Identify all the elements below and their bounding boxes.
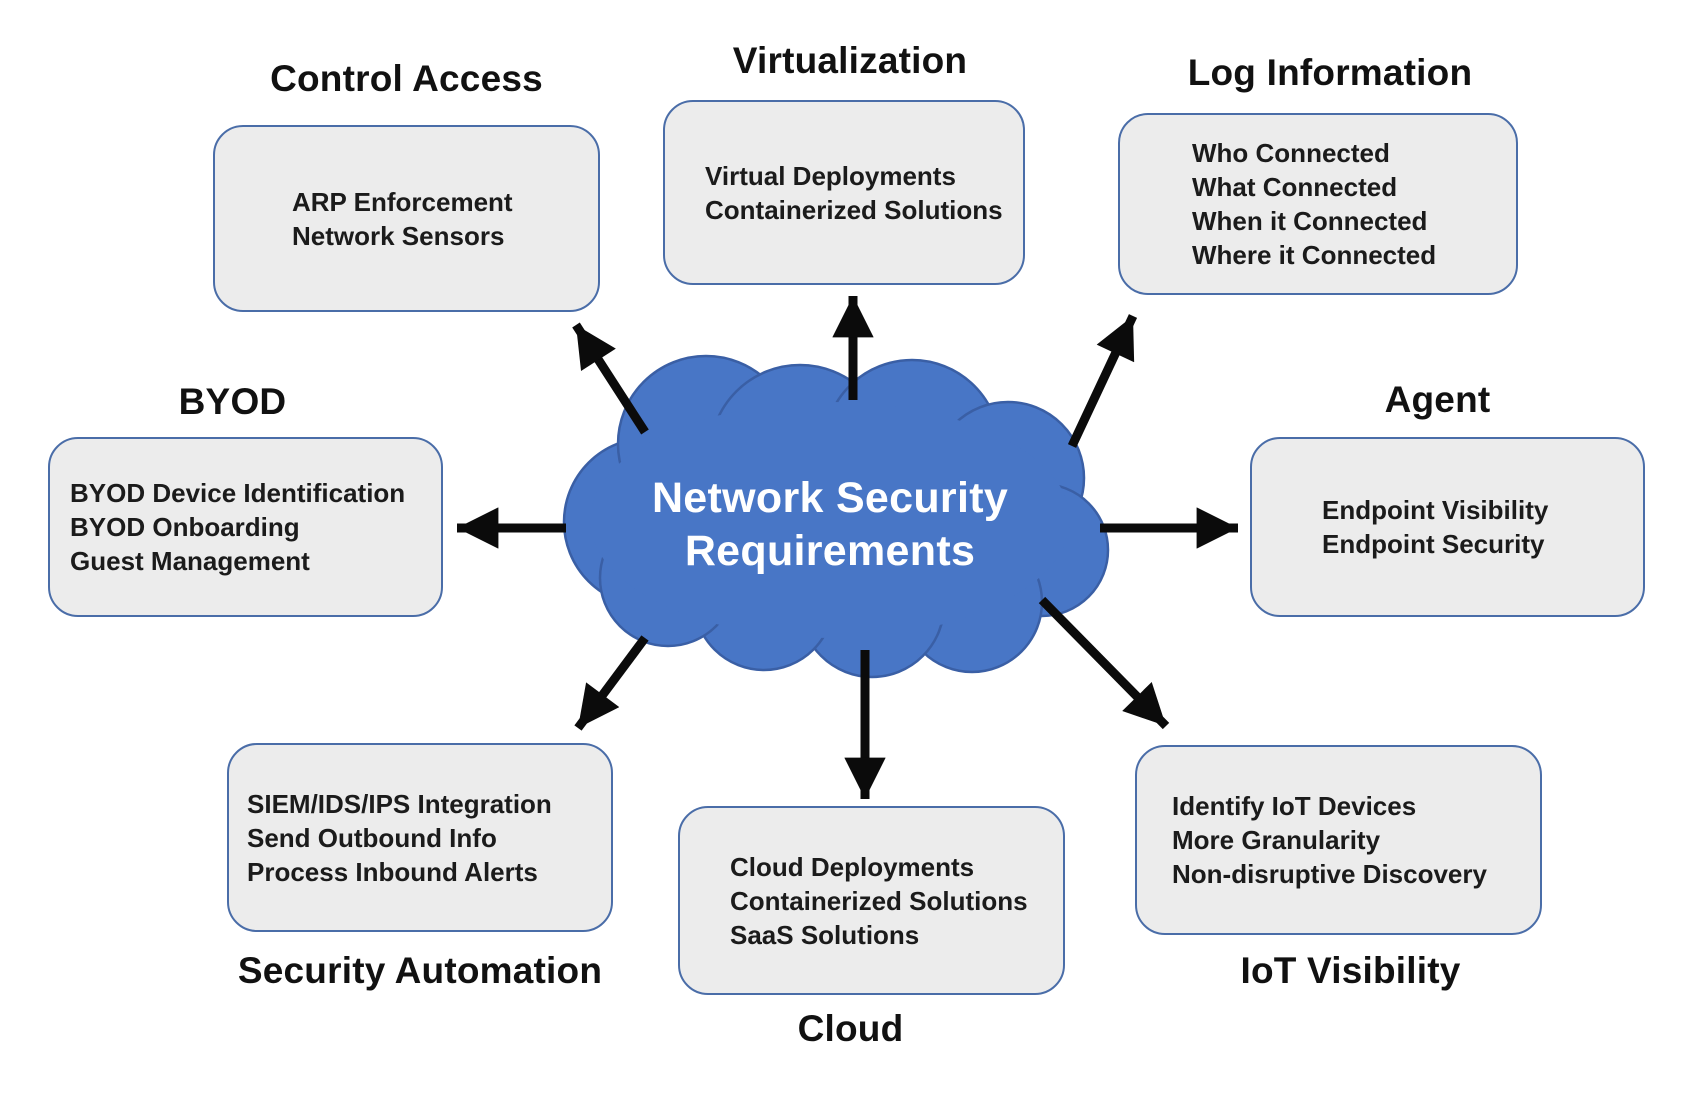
node-item: Endpoint Security <box>1322 529 1545 559</box>
central-label-line1: Network Security <box>651 474 1009 522</box>
node-title-iot-visibility: IoT Visibility <box>1240 950 1461 991</box>
node-item: What Connected <box>1192 172 1398 202</box>
node-item: Non-disruptive Discovery <box>1172 859 1487 889</box>
node-item: BYOD Onboarding <box>70 512 300 542</box>
node-box-log-information: Who Connected What Connected When it Con… <box>1118 113 1518 295</box>
node-item: When it Connected <box>1192 206 1428 236</box>
node-box-byod: BYOD Device Identification BYOD Onboardi… <box>48 437 443 617</box>
node-box-virtualization: Virtual Deployments Containerized Soluti… <box>663 100 1025 285</box>
node-item: Cloud Deployments <box>730 851 975 882</box>
central-node-label: Network Security Requirements <box>565 472 1095 578</box>
node-item: Identify IoT Devices <box>1172 791 1417 821</box>
node-box-security-automation: SIEM/IDS/IPS Integration Send Outbound I… <box>227 743 613 932</box>
node-item: Network Sensors <box>292 220 505 251</box>
node-title-control-access: Control Access <box>270 58 543 99</box>
node-box-iot-visibility: Identify IoT Devices More Granularity No… <box>1135 745 1542 935</box>
arrow-to-control-access <box>572 322 649 435</box>
node-item: SIEM/IDS/IPS Integration <box>247 788 552 819</box>
arrow-to-security-automation <box>574 635 649 731</box>
node-item: Where it Connected <box>1192 240 1437 270</box>
node-item: Containerized Solutions <box>730 885 1028 916</box>
node-title-log-information: Log Information <box>1187 52 1473 93</box>
node-title-security-automation: Security Automation <box>237 950 603 991</box>
central-label-line2: Requirements <box>684 527 976 575</box>
arrow-to-iot-visibility <box>1038 596 1170 730</box>
node-title-agent: Agent <box>1384 379 1491 420</box>
node-box-cloud: Cloud Deployments Containerized Solution… <box>678 806 1065 995</box>
node-item: More Granularity <box>1172 825 1381 855</box>
node-title-virtualization: Virtualization <box>732 40 968 81</box>
node-item: Virtual Deployments <box>705 160 956 191</box>
node-item: ARP Enforcement <box>292 186 513 217</box>
arrows <box>457 296 1238 799</box>
node-box-agent: Endpoint Visibility Endpoint Security <box>1250 437 1645 617</box>
node-item: Process Inbound Alerts <box>247 856 538 887</box>
node-item: Send Outbound Info <box>247 822 497 853</box>
central-cloud-shape <box>562 354 1110 679</box>
node-box-control-access: ARP Enforcement Network Sensors <box>213 125 600 312</box>
node-item: Who Connected <box>1192 138 1390 168</box>
node-title-byod: BYOD <box>178 381 287 422</box>
node-item: Guest Management <box>70 546 310 576</box>
node-item: BYOD Device Identification <box>70 478 406 508</box>
node-item: SaaS Solutions <box>730 919 920 950</box>
node-title-cloud: Cloud <box>797 1008 904 1049</box>
node-item: Containerized Solutions <box>705 194 1003 225</box>
node-item: Endpoint Visibility <box>1322 495 1549 525</box>
arrow-to-log-information <box>1067 314 1138 448</box>
